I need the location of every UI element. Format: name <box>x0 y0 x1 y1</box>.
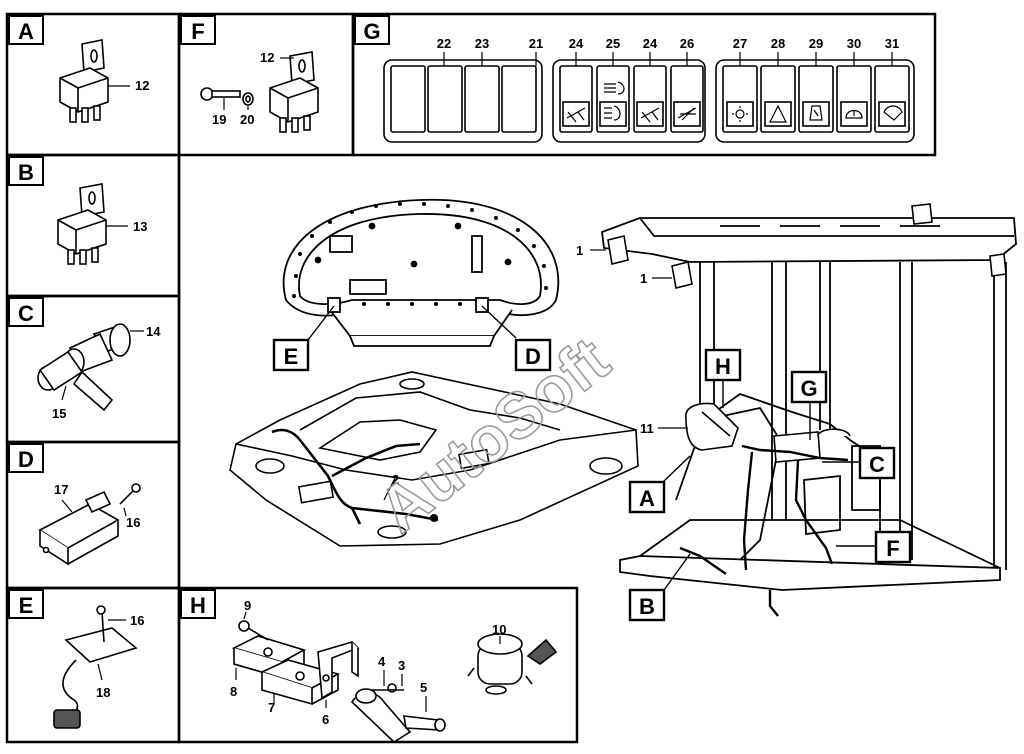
callout-b: B <box>639 594 655 619</box>
label-g-21: 21 <box>529 36 543 51</box>
cab-console <box>685 402 851 463</box>
label-g-28: 28 <box>771 36 785 51</box>
label-h-7: 7 <box>268 700 275 715</box>
label-g-22: 22 <box>437 36 451 51</box>
panel-letters: A B C D E F G H <box>8 15 390 619</box>
label-main-2: 2 <box>392 472 399 487</box>
floor-plate <box>229 371 639 547</box>
panel-g-leaders <box>443 52 893 66</box>
label-main-1a: 1 <box>576 243 583 258</box>
label-g-29: 29 <box>809 36 823 51</box>
harness-connector <box>430 514 438 522</box>
floor-harness <box>271 428 439 525</box>
callout-boxes <box>272 338 912 622</box>
callout-c: C <box>869 452 885 477</box>
label-d-16: 16 <box>126 515 140 530</box>
label-h-3: 3 <box>398 658 405 673</box>
relay-f-drawing <box>200 51 319 133</box>
panel-a-letter: A <box>18 19 34 44</box>
label-main-1b: 1 <box>640 271 647 286</box>
label-h-10: 10 <box>492 622 506 637</box>
label-h-4: 4 <box>378 654 386 669</box>
label-h-6: 6 <box>322 712 329 727</box>
label-g-27: 27 <box>733 36 747 51</box>
instrument-cluster <box>282 198 560 347</box>
label-g-30: 30 <box>847 36 861 51</box>
bracket-assembly-h <box>231 620 558 744</box>
callout-d: D <box>525 344 541 369</box>
callout-f: F <box>886 536 899 561</box>
relay-b-drawing <box>57 183 107 265</box>
callout-a: A <box>639 486 655 511</box>
label-c-15: 15 <box>52 406 66 421</box>
label-b-13: 13 <box>133 219 147 234</box>
panel-c-letter: C <box>18 301 34 326</box>
cab-corners <box>607 203 1007 289</box>
label-g-26: 26 <box>680 36 694 51</box>
label-d-17: 17 <box>54 482 68 497</box>
label-f-20: 20 <box>240 112 254 127</box>
cab-harness <box>679 444 849 617</box>
switch-c-drawing <box>37 323 132 412</box>
label-h-8: 8 <box>230 684 237 699</box>
panel-g-letter: G <box>363 19 380 44</box>
label-f-19: 19 <box>212 112 226 127</box>
label-main-11: 11 <box>640 421 654 436</box>
panel-f-letter: F <box>191 19 204 44</box>
panel-h-letter: H <box>190 593 206 618</box>
cab-main-labels <box>590 249 688 429</box>
callout-leaders <box>307 305 876 591</box>
label-g-25: 25 <box>606 36 620 51</box>
panel-e-letter: E <box>19 593 34 618</box>
label-g-24a: 24 <box>569 36 584 51</box>
callout-g: G <box>800 376 817 401</box>
callout-h: H <box>715 354 731 379</box>
label-g-23: 23 <box>475 36 489 51</box>
switch-symbols <box>566 81 903 123</box>
label-g-31: 31 <box>885 36 899 51</box>
label-e-16: 16 <box>130 613 144 628</box>
label-a-12: 12 <box>135 78 149 93</box>
panel-d-letter: D <box>18 447 34 472</box>
cab-frame <box>601 217 1017 591</box>
label-e-18: 18 <box>96 685 110 700</box>
module-d-drawing <box>38 483 141 566</box>
label-f-12: 12 <box>260 50 274 65</box>
label-h-9: 9 <box>244 598 251 613</box>
switch-panel-g <box>383 59 915 143</box>
callout-e: E <box>284 344 299 369</box>
panel-b-letter: B <box>18 160 34 185</box>
sensor-e-drawing <box>53 605 138 729</box>
label-g-24b: 24 <box>643 36 658 51</box>
relay-a-drawing <box>59 39 109 123</box>
panel-frames <box>5 12 937 744</box>
label-h-5: 5 <box>420 680 427 695</box>
cluster-dots <box>292 202 548 306</box>
label-c-14: 14 <box>146 324 161 339</box>
